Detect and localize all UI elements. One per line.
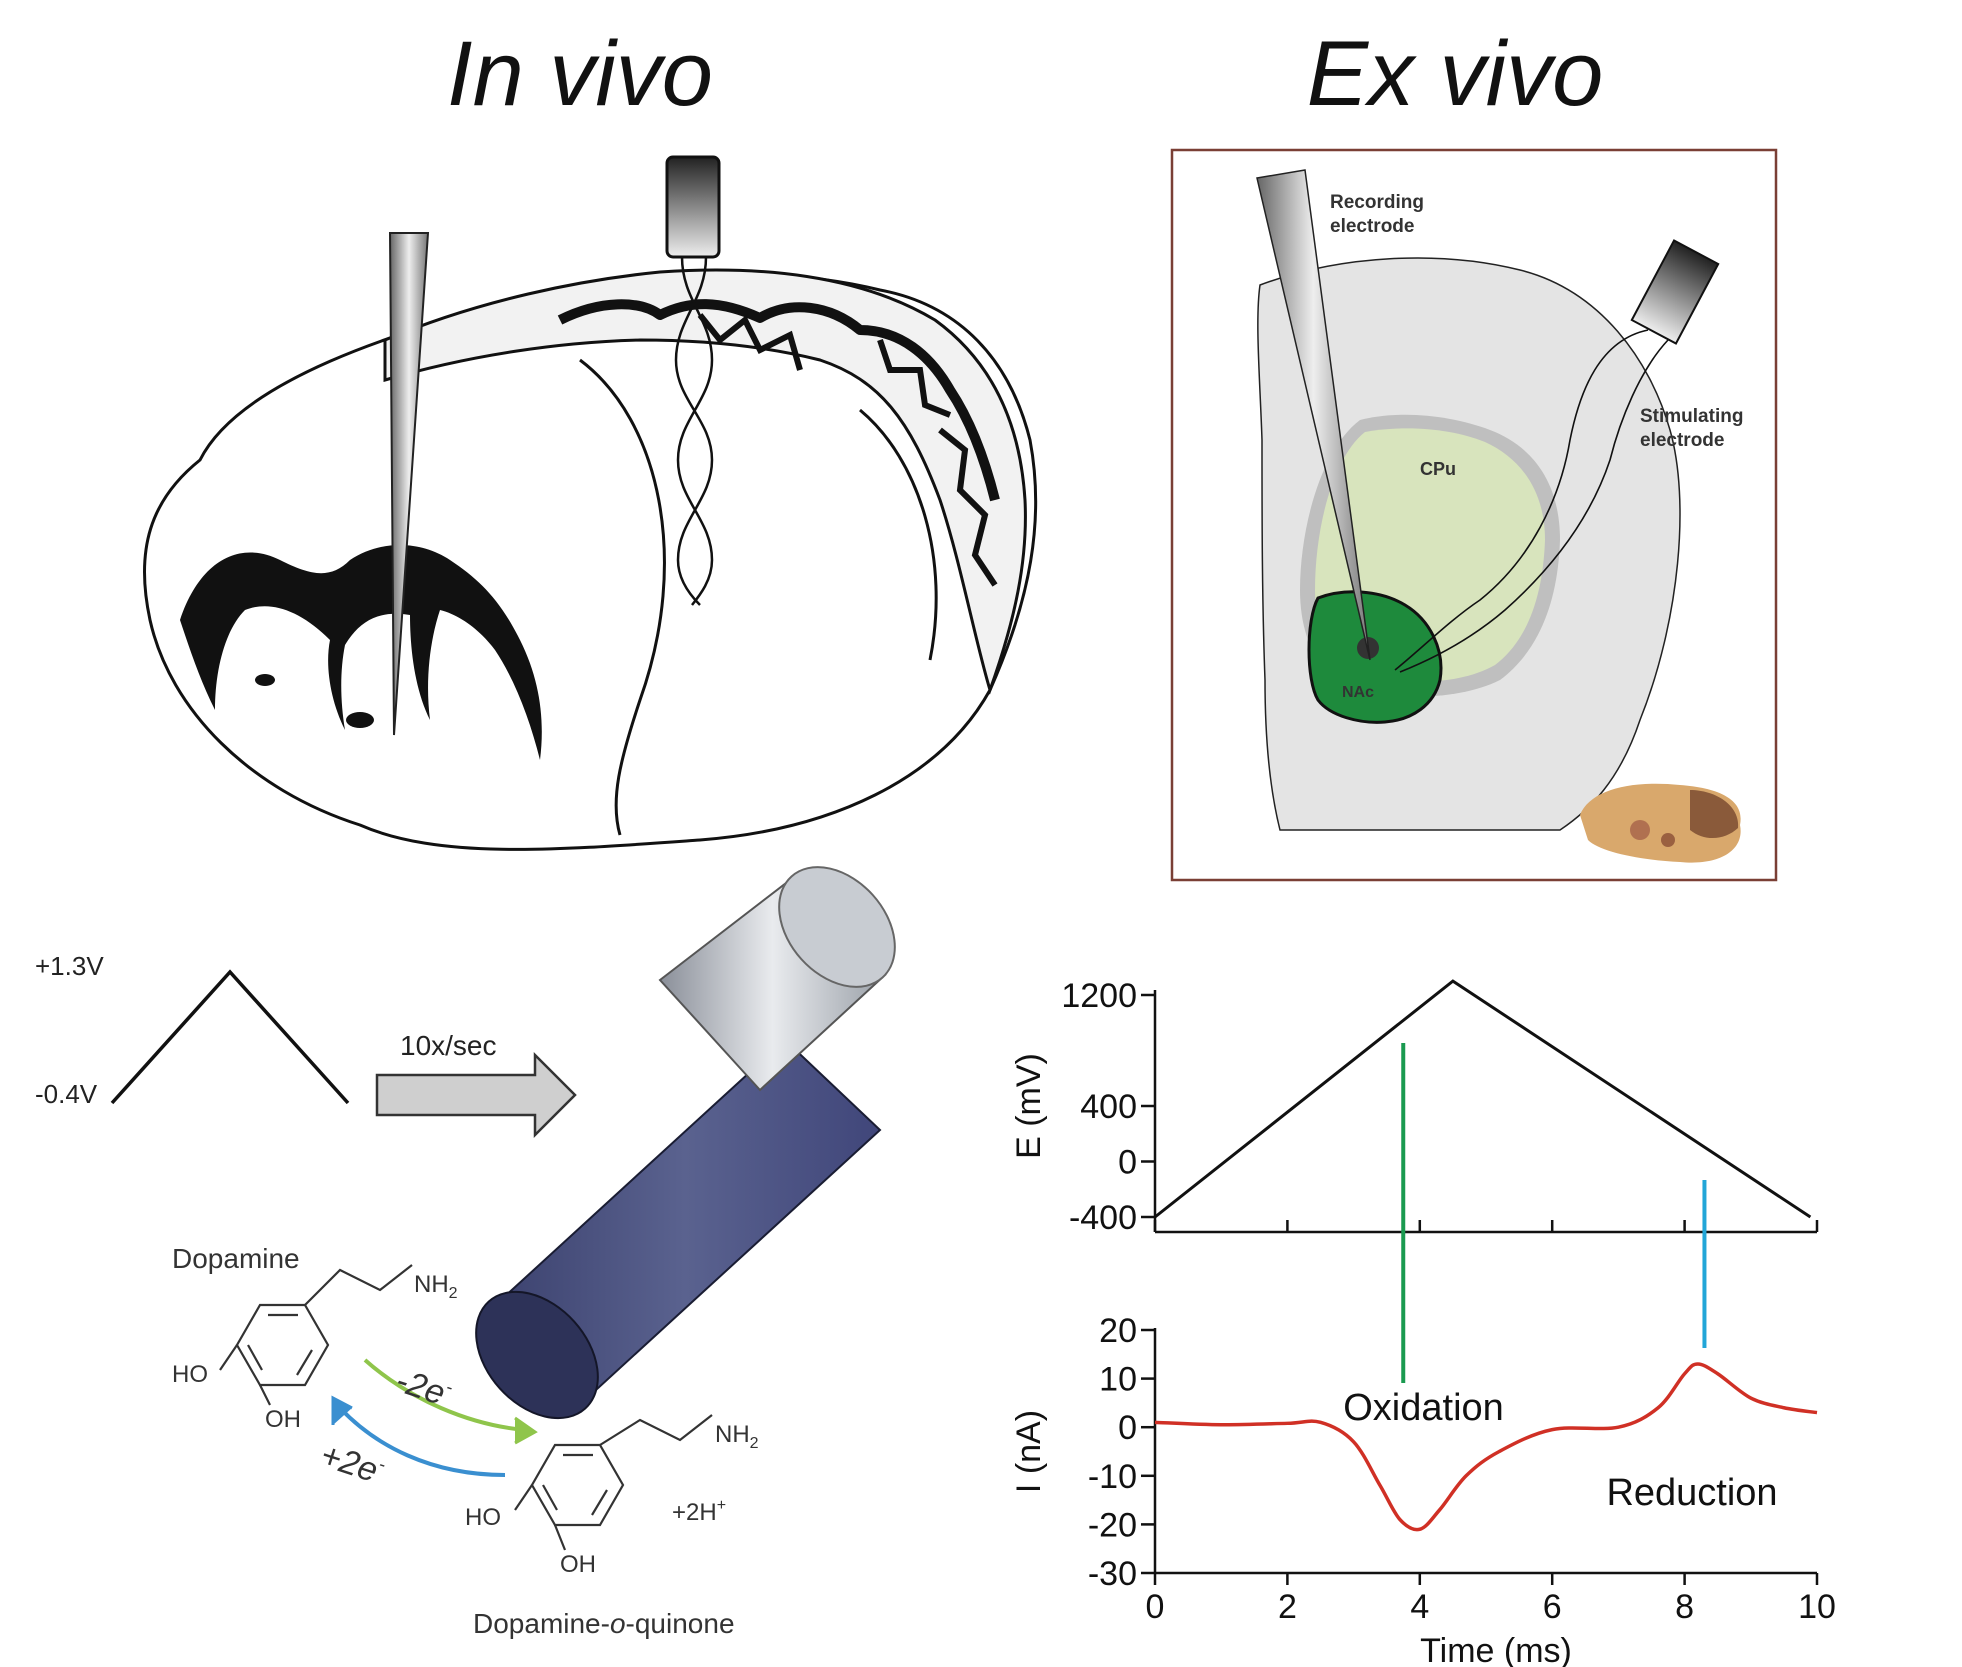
i-y-tick-label: -10 <box>1088 1458 1137 1496</box>
reduction-arrowhead <box>331 1395 353 1425</box>
quinone-structure <box>514 1414 713 1551</box>
i-y-tick-label: 10 <box>1099 1361 1137 1399</box>
cortex-inner-line <box>859 408 938 661</box>
quinone-ho: HO <box>465 1504 501 1531</box>
ex-vivo-stimulating-electrode <box>1630 239 1720 345</box>
ex-vivo-recording-electrode <box>1256 169 1371 661</box>
i-x-tick-label: 2 <box>1278 1588 1297 1626</box>
i-x-tick-label: 4 <box>1410 1588 1429 1626</box>
i-y-tick-label: -20 <box>1088 1506 1137 1544</box>
reduction-label: Reduction <box>1606 1472 1777 1514</box>
stimulating-label-1: Stimulating <box>1640 406 1743 427</box>
recording-label-1: Recording <box>1330 192 1424 213</box>
ex-vivo-twisted-wires <box>1394 329 1669 673</box>
i-x-axis-label: Time (ms) <box>1420 1632 1572 1667</box>
rate-label: 10x/sec <box>400 1030 497 1061</box>
i-x-tick-label: 0 <box>1146 1588 1165 1626</box>
rate-arrow <box>375 1051 577 1139</box>
in-vivo-twisted-wires <box>674 256 714 606</box>
current-series <box>1154 1362 1818 1532</box>
potential-series <box>1154 979 1812 1219</box>
i-y-axis-label: I (nA) <box>1010 1410 1048 1493</box>
dopamine-oh: OH <box>265 1406 301 1433</box>
reduction-arrow <box>338 1406 506 1477</box>
e-y-tick-label: 1200 <box>1061 977 1137 1015</box>
minus-2e-label: -2e- <box>391 1361 455 1414</box>
voltage-high-label: +1.3V <box>35 951 104 981</box>
quinone-oh: OH <box>560 1551 596 1578</box>
gyri-dark-2 <box>697 313 998 587</box>
ventricle-dot-2 <box>346 712 374 728</box>
cpu-label: CPu <box>1420 459 1456 479</box>
in-vivo-stimulating-electrode <box>665 155 721 259</box>
carbon-electrode <box>475 866 896 1420</box>
e-y-tick-label: 0 <box>1118 1144 1137 1182</box>
ex-vivo-heading: Ex vivo <box>1307 23 1604 125</box>
recording-label-2: electrode <box>1330 216 1414 237</box>
gyri-dark-1 <box>557 299 1000 502</box>
triangle-waveform <box>110 969 350 1105</box>
in-vivo-heading: In vivo <box>447 23 713 125</box>
brain-illustration <box>143 268 1038 851</box>
ventricles <box>180 545 542 760</box>
i-y-tick-label: -30 <box>1088 1555 1137 1593</box>
stimulating-label-2: electrode <box>1640 430 1724 451</box>
potential-chart: 1200 400 0 -400 E (mV) <box>1010 977 1819 1237</box>
ventricle-dot-1 <box>255 674 275 686</box>
in-vivo-recording-electrode <box>388 232 430 736</box>
i-x-tick-label: 6 <box>1543 1588 1562 1626</box>
plus-2h-label: +2H+ <box>672 1497 726 1526</box>
dopamine-nh2: NH2 <box>414 1271 458 1302</box>
hemisphere-edge <box>579 358 666 836</box>
cortex-band <box>383 268 1027 695</box>
e-y-tick-label: -400 <box>1069 1199 1137 1237</box>
i-x-tick-label: 10 <box>1798 1588 1836 1626</box>
e-y-tick-label: 400 <box>1080 1088 1137 1126</box>
oxidation-arrow <box>363 1358 526 1432</box>
voltage-low-label: -0.4V <box>35 1079 98 1109</box>
nac-region <box>1307 590 1443 724</box>
sagittal-brain-inset <box>1580 783 1741 863</box>
dopamine-structure <box>219 1264 413 1406</box>
nac-label: NAc <box>1342 684 1374 701</box>
e-y-axis-label: E (mV) <box>1010 1053 1048 1159</box>
quinone-nh2: NH2 <box>715 1421 759 1452</box>
quinone-label: Dopamine-o-quinone <box>473 1608 735 1639</box>
i-y-tick-label: 20 <box>1099 1312 1137 1350</box>
plus-2e-label: +2e- <box>316 1436 388 1492</box>
dopamine-ho: HO <box>172 1361 208 1388</box>
dopamine-label: Dopamine <box>172 1243 300 1274</box>
i-y-tick-label: 0 <box>1118 1409 1137 1447</box>
oxidation-arrowhead <box>514 1416 538 1445</box>
oxidation-label: Oxidation <box>1343 1387 1504 1429</box>
i-x-tick-label: 8 <box>1675 1588 1694 1626</box>
